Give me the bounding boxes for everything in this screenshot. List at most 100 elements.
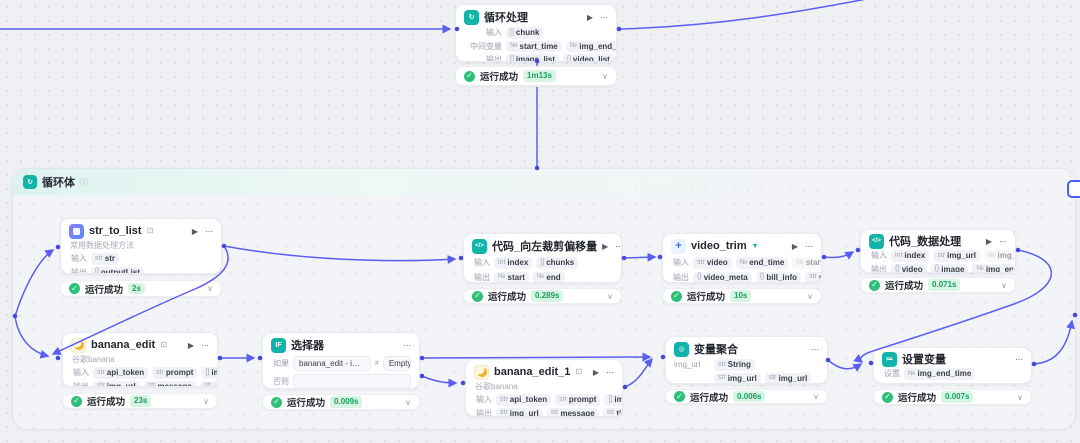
loop-icon: ↻ (23, 175, 37, 189)
chevron-down-icon[interactable]: ∨ (807, 291, 813, 301)
run-button[interactable]: ▶ (191, 226, 198, 236)
field-label: 输入 (673, 258, 689, 268)
aggregate-icon: ◎ (674, 341, 689, 357)
status-text: 运行成功 (885, 281, 924, 292)
run-button[interactable]: ▶ (602, 241, 609, 251)
field-label: 输入 (871, 251, 887, 261)
status-bar-banana-edit[interactable]: ✓ 运行成功 23s ∨ (62, 393, 218, 409)
status-bar-set-variable[interactable]: ✓ 运行成功 0.007s ∨ (873, 389, 1032, 405)
chevron-down-icon[interactable]: ∨ (607, 291, 613, 301)
field-label: 输入 (71, 254, 87, 264)
code-icon: </> (869, 233, 884, 249)
status-bar-video-trim[interactable]: ✓ 运行成功 10s ∨ (662, 288, 822, 304)
success-check-icon: ✓ (882, 391, 893, 403)
node-title: 变量聚合 (694, 344, 738, 356)
field-label: 输出 (486, 55, 502, 62)
status-bar-loop-process[interactable]: ✓ 运行成功 1m13s ∨ (455, 66, 617, 86)
chevron-down-icon[interactable]: ∨ (207, 284, 213, 293)
node-title: 循环处理 (484, 12, 528, 24)
run-button[interactable]: ▶ (592, 367, 599, 377)
more-button[interactable]: ⋯ (600, 12, 608, 22)
else-input[interactable] (293, 374, 411, 388)
run-button[interactable]: ▶ (187, 340, 194, 350)
more-button[interactable]: ⋯ (811, 344, 819, 354)
run-button[interactable]: ▶ (791, 241, 798, 251)
condition-right-input[interactable]: Empty (382, 356, 411, 371)
duration-badge: 0.289s (531, 290, 564, 302)
chevron-down-icon[interactable]: ∨ (405, 397, 411, 407)
more-button[interactable]: ⋯ (606, 367, 614, 377)
run-button[interactable]: ▶ (586, 12, 593, 22)
chevron-down-icon[interactable]: ∨ (203, 396, 209, 406)
status-text: 运行成功 (87, 397, 126, 408)
field-label: 输出 (474, 272, 490, 282)
condition-left-input[interactable]: banana_edit - i… (293, 356, 371, 371)
param-chip: []chunk (506, 27, 544, 39)
duration-badge: 0.071s (928, 279, 961, 291)
chevron-down-icon[interactable]: ∨ (813, 392, 819, 401)
chevron-down-icon[interactable]: ∨ (1017, 392, 1023, 402)
loop-body-header[interactable]: ↻ 循环体 ⓘ (13, 169, 1075, 195)
more-button[interactable]: ⋯ (999, 236, 1007, 246)
more-button[interactable]: ⋯ (615, 242, 621, 251)
node-title: 代码_数据处理 (889, 236, 962, 248)
status-bar-code-data[interactable]: ✓ 运行成功 0.071s ∨ (860, 277, 1016, 293)
node-subtitle: 谷歌banana (72, 355, 115, 364)
node-title: banana_edit (91, 339, 156, 351)
node-title: video_trim (691, 240, 747, 252)
chevron-down-icon[interactable]: ∨ (1001, 280, 1007, 290)
param-chip: {}video (891, 263, 927, 272)
node-selector[interactable]: IF 选择器 ⋯ 如果 banana_edit - i… ≠ Empty 否则 (262, 332, 420, 389)
chevron-down-icon[interactable]: ∨ (602, 71, 608, 81)
run-button[interactable]: ▶ (985, 236, 992, 246)
param-chip: {}bill_info (755, 271, 802, 282)
loop-icon: ↻ (464, 9, 479, 25)
not-equal-operator: ≠ (375, 360, 379, 367)
status-bar-variable-aggregate[interactable]: ✓ 运行成功 0.006s ∨ (665, 389, 828, 404)
status-bar-str-to-list[interactable]: ✓ 运行成功 2s ∨ (60, 280, 222, 297)
status-text: 运行成功 (687, 292, 726, 303)
more-button[interactable]: ⋯ (205, 226, 213, 236)
node-title: 选择器 (291, 340, 324, 352)
more-button[interactable]: ⋯ (1015, 354, 1023, 364)
success-check-icon: ✓ (71, 395, 82, 407)
if-icon: IF (271, 337, 286, 353)
success-check-icon: ✓ (671, 290, 682, 302)
more-button[interactable]: ⋯ (201, 340, 209, 350)
success-check-icon: ✓ (869, 279, 880, 291)
duration-badge: 0.007s (941, 391, 974, 403)
loop-collapse-badge[interactable] (1067, 180, 1080, 198)
status-bar-selector[interactable]: ✓ 运行成功 0.009s ∨ (262, 394, 420, 410)
more-button[interactable]: ⋯ (403, 340, 411, 350)
success-check-icon: ✓ (674, 391, 685, 402)
node-subtitle: 谷歌banana (475, 382, 518, 391)
field-label: 设置 (884, 369, 900, 379)
status-bar-code-offset[interactable]: ✓ 运行成功 0.289s ∨ (463, 288, 622, 304)
duration-badge: 0.006s (733, 390, 766, 403)
more-button[interactable]: ⋯ (805, 241, 813, 251)
status-text: 运行成功 (898, 393, 937, 404)
